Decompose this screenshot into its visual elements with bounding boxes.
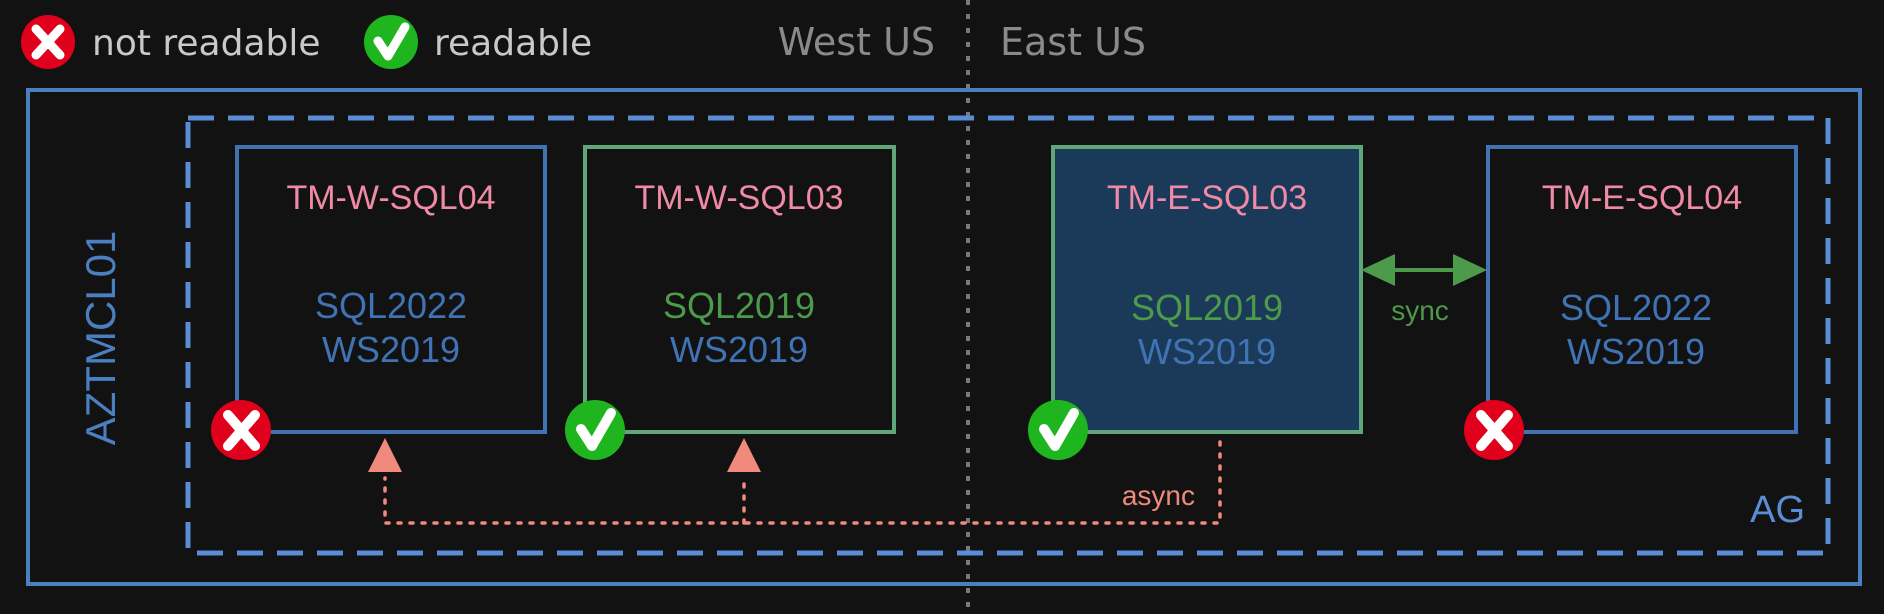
readable-icon: [1028, 400, 1088, 460]
node-tm-w-sql03: TM-W-SQL03 SQL2019 WS2019: [565, 145, 896, 460]
async-arrowhead-w-sql03: [727, 438, 761, 472]
node-sql-version: SQL2019: [1131, 287, 1283, 328]
node-tm-e-sql03: TM-E-SQL03 SQL2019 WS2019: [1028, 145, 1363, 460]
node-os-version: WS2019: [1567, 331, 1705, 372]
legend: not readable readable: [21, 15, 592, 69]
not-readable-icon: [1464, 400, 1524, 460]
ag-label: AG: [1750, 489, 1805, 531]
node-name: TM-E-SQL04: [1542, 179, 1742, 217]
sync-arrowhead-right: [1453, 254, 1487, 286]
node-os-version: WS2019: [1138, 331, 1276, 372]
legend-not-readable-label: not readable: [92, 23, 321, 64]
node-os-version: WS2019: [670, 329, 808, 370]
node-sql-version: SQL2019: [663, 285, 815, 326]
async-arrowhead-w-sql04: [368, 438, 402, 472]
node-name: TM-E-SQL03: [1107, 179, 1307, 217]
region-west-label: West US: [778, 20, 935, 64]
node-tm-e-sql04: TM-E-SQL04 SQL2022 WS2019: [1464, 145, 1798, 460]
cluster-boundary: [26, 88, 1862, 586]
node-os-version: WS2019: [322, 329, 460, 370]
sync-replication-link: sync: [1361, 254, 1487, 326]
legend-readable-label: readable: [434, 23, 592, 64]
not-readable-icon: [21, 15, 75, 69]
readable-icon: [364, 15, 418, 69]
node-name: TM-W-SQL03: [634, 179, 843, 217]
async-label: async: [1122, 480, 1195, 511]
not-readable-icon: [211, 400, 271, 460]
node-sql-version: SQL2022: [1560, 287, 1712, 328]
async-replication-link: async: [368, 438, 1222, 525]
readable-icon: [565, 400, 625, 460]
sync-label: sync: [1391, 295, 1449, 326]
sync-arrowhead-left: [1361, 254, 1395, 286]
region-east-label: East US: [1000, 20, 1146, 64]
cluster-label: AZTMCL01: [77, 231, 124, 446]
node-sql-version: SQL2022: [315, 285, 467, 326]
node-tm-w-sql04: TM-W-SQL04 SQL2022 WS2019: [211, 145, 547, 460]
ag-boundary: [185, 115, 1831, 556]
node-name: TM-W-SQL04: [286, 179, 495, 217]
